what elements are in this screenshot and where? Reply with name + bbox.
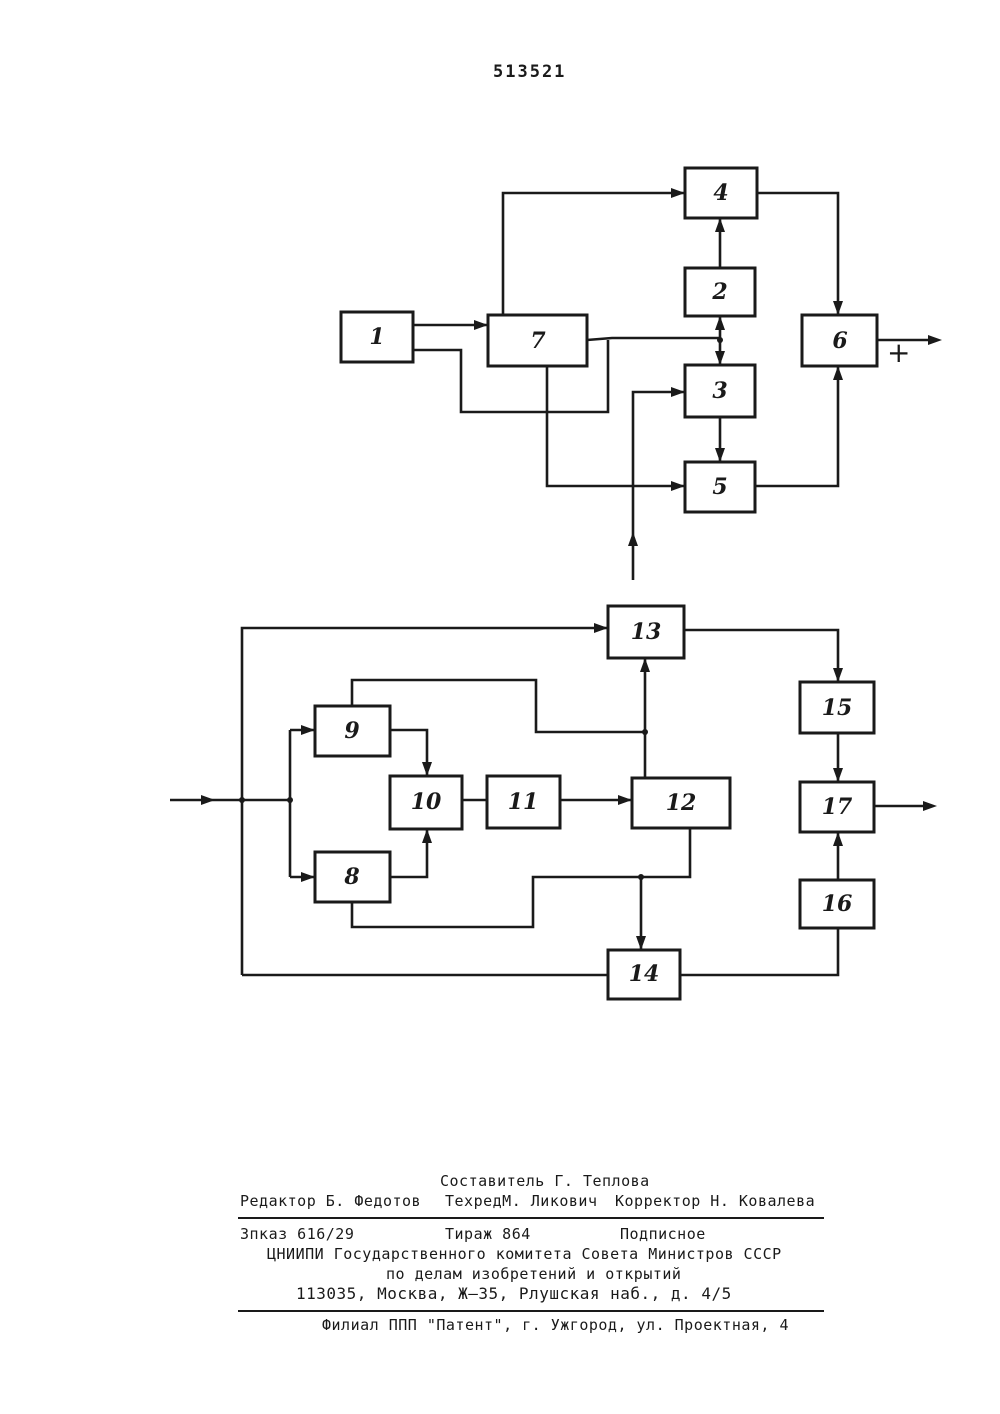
block-6-label: 6	[832, 328, 847, 354]
block-13: 13	[608, 606, 684, 658]
block-10-label: 10	[411, 789, 442, 815]
block-16-label: 16	[822, 891, 853, 917]
block-3: 3	[685, 365, 755, 417]
block-7: 7	[488, 315, 587, 366]
block-17-label: 17	[822, 794, 853, 820]
wire-7-5	[547, 366, 685, 486]
block-2: 2	[685, 268, 755, 316]
imprint-order: Зпказ 616/29	[240, 1225, 354, 1243]
imprint-org-line2: по делам изобретений и открытий	[386, 1265, 681, 1283]
block-15: 15	[800, 682, 874, 733]
wire-9-10	[390, 730, 427, 776]
wire-5-6	[755, 366, 838, 486]
block-1-label: 1	[369, 324, 384, 350]
block-2-label: 2	[711, 279, 727, 305]
imprint-compiler: Составитель Г. Теплова	[440, 1172, 650, 1190]
wire-7-4	[503, 193, 685, 315]
block-8-label: 8	[343, 864, 359, 890]
wire-9-junction	[352, 680, 645, 732]
wire-13-15	[684, 630, 838, 682]
wire-12-14	[641, 828, 690, 950]
block-7-label: 7	[530, 328, 546, 354]
wire-7-junction	[587, 338, 720, 340]
imprint-divider-top	[238, 1217, 824, 1219]
block-12: 12	[632, 778, 730, 828]
imprint-branch: Филиал ППП "Патент", г. Ужгород, ул. Про…	[322, 1316, 789, 1334]
block-10: 10	[390, 776, 462, 829]
block-4: 4	[685, 168, 757, 218]
block-diagram: 1 2 3 4 5 6 7 8 9 10 11 12 13 14 15 16 1…	[0, 0, 1000, 1060]
block-8: 8	[315, 852, 390, 902]
block-11-label: 11	[508, 789, 539, 815]
imprint-corrector: Корректор Н. Ковалева	[615, 1192, 815, 1210]
block-3-label: 3	[712, 378, 727, 404]
block-15-label: 15	[822, 695, 853, 721]
wire-8-10	[390, 829, 427, 877]
block-14-label: 14	[629, 961, 660, 987]
block-9: 9	[315, 706, 390, 756]
wire-4-6	[757, 193, 838, 315]
output-plus-sign: +	[887, 336, 910, 369]
block-9-label: 9	[344, 718, 359, 744]
top-diagram-wires	[413, 193, 932, 580]
block-6: 6	[802, 315, 877, 366]
block-17: 17	[800, 782, 874, 832]
block-1: 1	[341, 312, 413, 362]
imprint-address: 113035, Москва, Ж–35, Рлушская наб., д. …	[296, 1284, 732, 1303]
imprint-org-line1: ЦНИИПИ Государственного комитета Совета …	[267, 1245, 782, 1263]
block-14: 14	[608, 950, 680, 999]
block-11: 11	[487, 776, 560, 828]
wire-14-16	[680, 928, 838, 975]
block-16: 16	[800, 880, 874, 928]
block-12-label: 12	[666, 790, 697, 816]
wire-8-junction	[352, 877, 641, 927]
imprint-editor: Редактор Б. Федотов	[240, 1192, 421, 1210]
block-4-label: 4	[713, 180, 728, 206]
imprint-circulation: Тираж 864	[445, 1225, 531, 1243]
block-5: 5	[685, 462, 755, 512]
block-13-label: 13	[631, 619, 662, 645]
imprint-divider-bottom	[238, 1310, 824, 1312]
imprint-subscription: Подписное	[620, 1225, 706, 1243]
block-5-label: 5	[712, 474, 727, 500]
imprint-techred: ТехредМ. Ликович	[445, 1192, 598, 1210]
